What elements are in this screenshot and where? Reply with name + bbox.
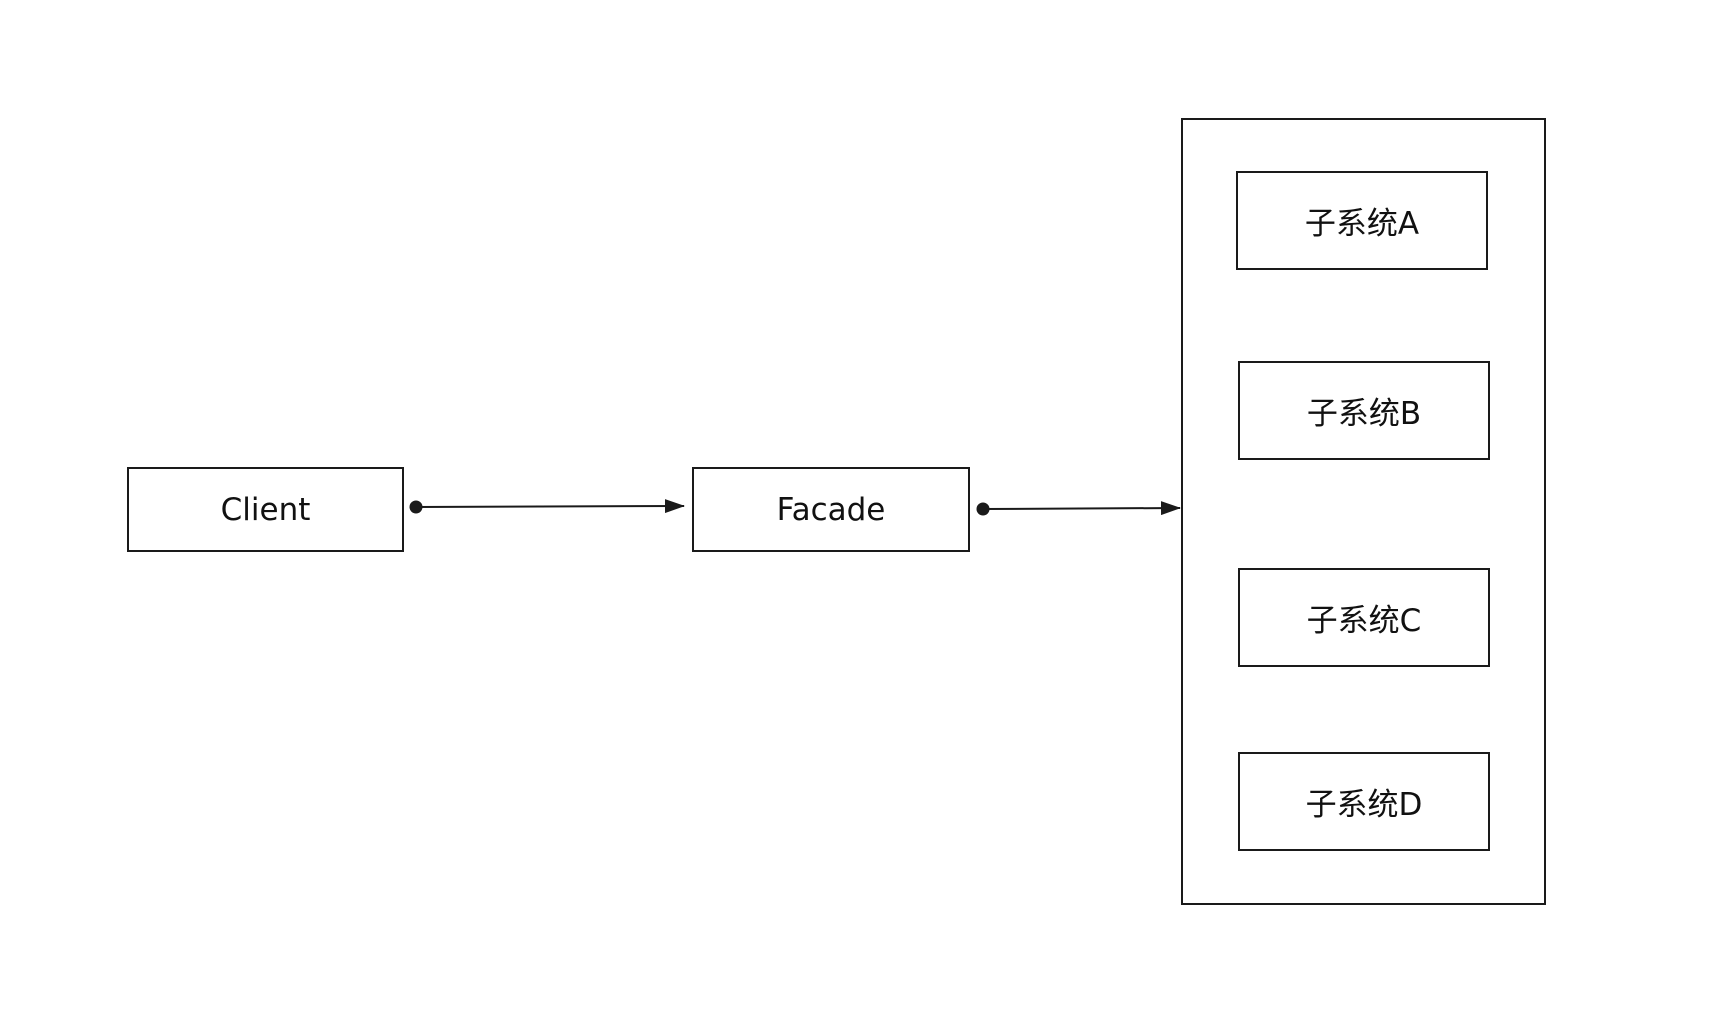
client-to-facade-edge[interactable] — [409, 499, 685, 514]
facade-label: Facade — [776, 491, 886, 528]
subsystem-b-node[interactable]: 子系统B — [1238, 361, 1490, 460]
client-to-facade-arrow — [415, 499, 685, 514]
client-edge-start-dot — [409, 500, 423, 514]
client-label: Client — [220, 491, 311, 528]
client-node[interactable]: Client — [127, 467, 404, 552]
subsystem-a-label: 子系统A — [1304, 206, 1420, 242]
subsystem-c-node[interactable]: 子系统C — [1238, 568, 1490, 667]
facade-edge-start-dot — [976, 502, 990, 516]
subsystem-d-node[interactable]: 子系统D — [1238, 752, 1490, 851]
subsystem-d-label: 子系统D — [1305, 787, 1423, 823]
facade-node[interactable]: Facade — [692, 467, 970, 552]
facade-to-subsystems-arrow — [982, 501, 1181, 516]
subsystem-a-node[interactable]: 子系统A — [1236, 171, 1488, 270]
subsystem-c-label: 子系统C — [1306, 603, 1422, 639]
facade-to-subsystems-edge[interactable] — [976, 501, 1181, 516]
subsystem-b-label: 子系统B — [1306, 396, 1422, 432]
